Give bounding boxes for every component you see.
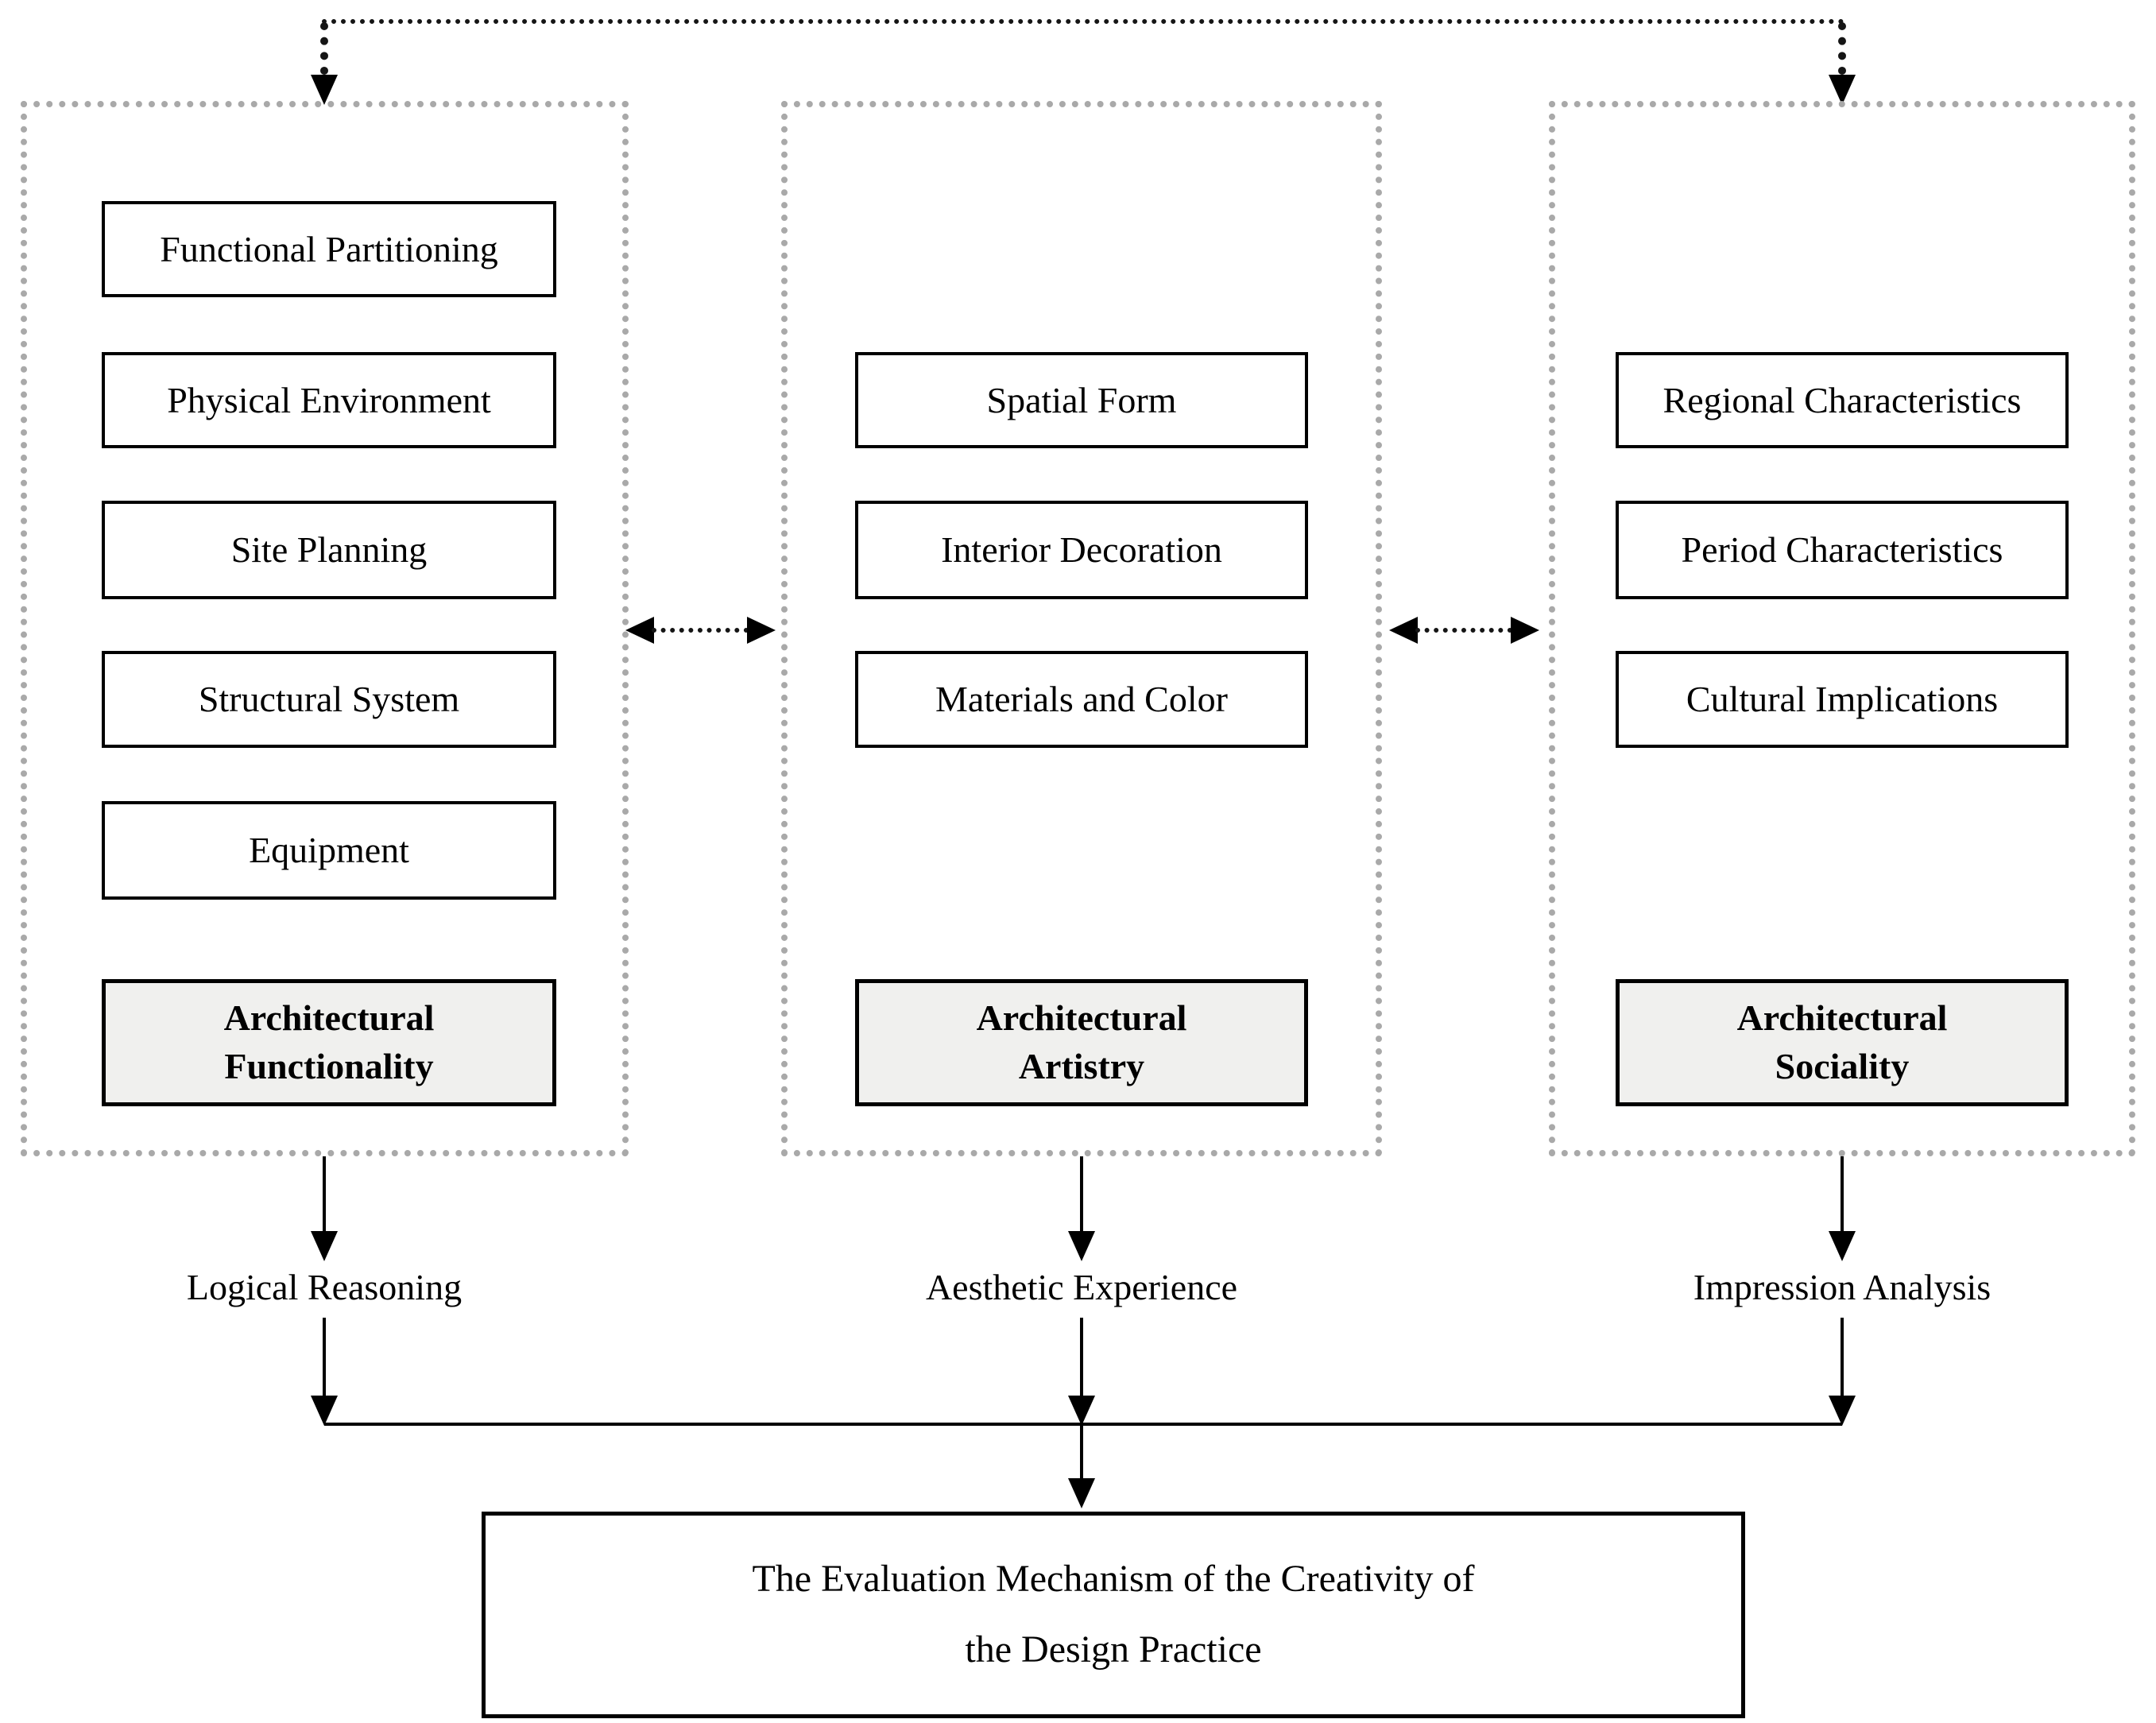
arrow-line [323, 1156, 326, 1231]
result-box-evaluation-mechanism: The Evaluation Mechanism of the Creativi… [482, 1512, 1745, 1718]
arrow-line [1841, 1318, 1844, 1396]
arrow-left-icon [625, 617, 654, 644]
arrow-right-icon [747, 617, 776, 644]
arrow-down-icon [1829, 1231, 1856, 1261]
arrow-line [1080, 1318, 1083, 1396]
label-logical-reasoning: Logical Reasoning [186, 1267, 463, 1307]
arrow-left-icon [1389, 617, 1418, 644]
top-dotted-connector-line [322, 19, 1844, 24]
arrow-down-icon [1829, 75, 1856, 105]
top-connector-right-drop-line [1838, 22, 1846, 75]
box-period-characteristics: Period Characteristics [1616, 501, 2069, 599]
box-cultural-implications: Cultural Implications [1616, 651, 2069, 748]
column-frame-sociality [1549, 101, 2135, 1156]
arrow-down-icon [1068, 1231, 1095, 1261]
box-interior-decoration: Interior Decoration [855, 501, 1308, 599]
double-arrow-shaft-middle-right [1415, 628, 1512, 633]
box-site-planning: Site Planning [102, 501, 556, 599]
box-structural-system: Structural System [102, 651, 556, 748]
label-aesthetic-experience: Aesthetic Experience [925, 1267, 1238, 1307]
arrow-line [1080, 1426, 1083, 1478]
arrow-line [1080, 1156, 1083, 1231]
arrow-down-icon [1068, 1396, 1095, 1426]
arrow-down-icon [1068, 1478, 1095, 1508]
arrow-down-icon [311, 75, 338, 105]
arrow-line [323, 1318, 326, 1396]
arrow-down-icon [311, 1396, 338, 1426]
arrow-right-icon [1511, 617, 1539, 644]
summary-box-architectural-functionality: Architectural Functionality [102, 979, 556, 1106]
top-connector-left-drop-line [320, 22, 328, 75]
summary-box-architectural-artistry: Architectural Artistry [855, 979, 1308, 1106]
box-equipment: Equipment [102, 801, 556, 900]
label-impression-analysis: Impression Analysis [1693, 1267, 1991, 1307]
arrow-down-icon [311, 1231, 338, 1261]
box-materials-and-color: Materials and Color [855, 651, 1308, 748]
summary-box-architectural-sociality: Architectural Sociality [1616, 979, 2069, 1106]
arrow-down-icon [1829, 1396, 1856, 1426]
column-frame-artistry [781, 101, 1382, 1156]
box-regional-characteristics: Regional Characteristics [1616, 352, 2069, 448]
double-arrow-shaft-left-middle [652, 628, 749, 633]
merge-line [324, 1423, 1842, 1426]
arrow-line [1841, 1156, 1844, 1231]
box-physical-environment: Physical Environment [102, 352, 556, 448]
box-functional-partitioning: Functional Partitioning [102, 201, 556, 297]
box-spatial-form: Spatial Form [855, 352, 1308, 448]
